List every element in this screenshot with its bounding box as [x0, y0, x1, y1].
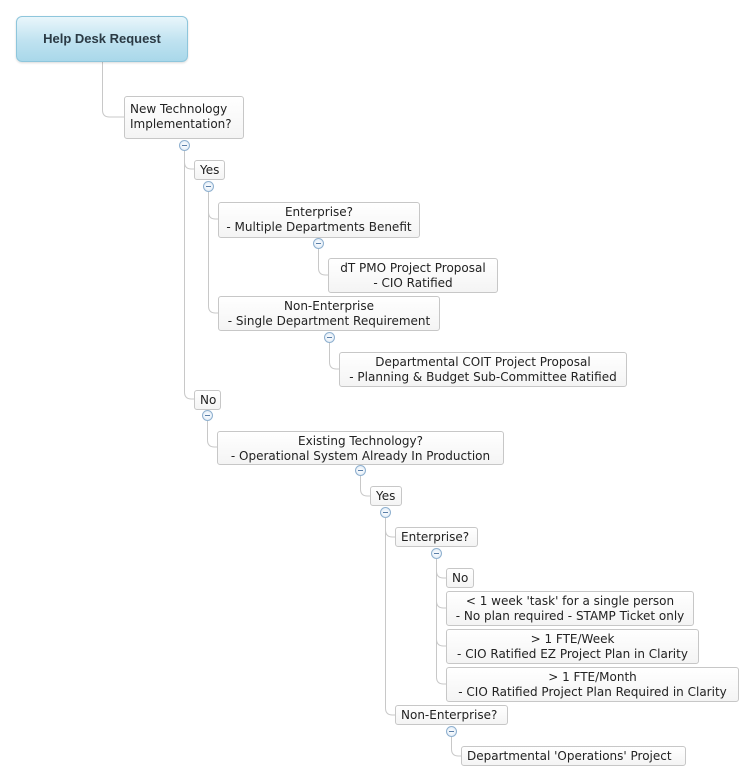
- node-coit-proposal[interactable]: Departmental COIT Project Proposal - Pla…: [339, 352, 627, 387]
- root-node-help-desk-request[interactable]: Help Desk Request: [16, 16, 188, 62]
- collapse-icon[interactable]: [324, 332, 335, 343]
- node-line: Departmental 'Operations' Project: [467, 749, 672, 763]
- connector-existing-yes: [360, 474, 370, 497]
- connector-yes1-nonenterprise: [208, 212, 218, 314]
- node-fte-week[interactable]: > 1 FTE/Week - CIO Ratified EZ Project P…: [446, 629, 699, 664]
- collapse-icon[interactable]: [431, 548, 442, 559]
- node-line: Yes: [376, 489, 396, 503]
- node-dt-pmo-proposal[interactable]: dT PMO Project Proposal - CIO Ratified: [328, 258, 498, 293]
- connector-newtech-yes: [184, 150, 194, 170]
- node-line: Enterprise?: [284, 205, 354, 219]
- node-existing-technology[interactable]: Existing Technology? - Operational Syste…: [217, 431, 504, 465]
- connector-yes1-enterprise: [208, 192, 218, 220]
- node-line: dT PMO Project Proposal: [340, 261, 486, 275]
- node-line: Existing Technology?: [298, 434, 423, 448]
- node-line: New Technology: [130, 102, 228, 116]
- connector-nonenterprise2-ops: [451, 737, 461, 757]
- node-new-technology[interactable]: New Technology Implementation?: [124, 96, 244, 139]
- node-yes[interactable]: Yes: [194, 160, 225, 180]
- node-line: - CIO Ratified EZ Project Plan in Clarit…: [457, 647, 688, 661]
- collapse-icon[interactable]: [202, 410, 213, 421]
- connector-yes2-enterprise: [385, 518, 395, 538]
- node-line: > 1 FTE/Week: [530, 632, 615, 646]
- collapse-icon[interactable]: [203, 181, 214, 192]
- node-enterprise-question[interactable]: Enterprise?: [395, 527, 478, 547]
- node-line: - Multiple Departments Benefit: [226, 220, 412, 234]
- node-fte-month[interactable]: > 1 FTE/Month - CIO Ratified Project Pla…: [446, 667, 739, 702]
- node-line: - Planning & Budget Sub-Committee Ratifi…: [349, 370, 617, 384]
- node-line: - Single Department Requirement: [227, 314, 431, 328]
- node-enterprise[interactable]: Enterprise? - Multiple Departments Benef…: [218, 202, 420, 238]
- node-no[interactable]: No: [194, 390, 221, 410]
- connector-yes2-nonenterprise: [385, 530, 395, 716]
- node-line: No: [200, 393, 217, 407]
- node-line: - Operational System Already In Producti…: [230, 449, 491, 463]
- node-line: Departmental COIT Project Proposal: [375, 355, 591, 369]
- node-line: - No plan required - STAMP Ticket only: [455, 609, 685, 623]
- connector-enterprise2-no: [436, 559, 446, 579]
- connector-nonenterprise-coit: [329, 342, 339, 370]
- collapse-icon[interactable]: [355, 465, 366, 476]
- node-non-enterprise[interactable]: Non-Enterprise - Single Department Requi…: [218, 296, 440, 331]
- node-line: Implementation?: [130, 117, 232, 131]
- connector-enterprise2-ftemonth: [436, 639, 446, 685]
- node-operations-project[interactable]: Departmental 'Operations' Project: [461, 746, 686, 766]
- connector-no-existing: [207, 421, 217, 448]
- node-line: > 1 FTE/Month: [548, 670, 637, 684]
- node-line: < 1 week 'task' for a single person: [465, 594, 675, 608]
- collapse-icon[interactable]: [179, 140, 190, 151]
- connector-enterprise-dtpmo: [318, 248, 328, 276]
- collapse-icon[interactable]: [380, 507, 391, 518]
- node-yes-existing[interactable]: Yes: [370, 486, 402, 506]
- node-line: Yes: [200, 163, 220, 177]
- node-non-enterprise-question[interactable]: Non-Enterprise?: [395, 705, 508, 725]
- connector-root-newtech: [102, 62, 124, 118]
- node-line: - CIO Ratified Project Plan Required in …: [458, 685, 727, 699]
- collapse-icon[interactable]: [446, 726, 457, 737]
- connector-newtech-no: [184, 162, 194, 400]
- node-line: Enterprise?: [401, 530, 470, 544]
- node-one-week-task[interactable]: < 1 week 'task' for a single person - No…: [446, 591, 694, 626]
- node-no-enterprise[interactable]: No: [446, 568, 474, 588]
- node-line: - CIO Ratified: [373, 276, 453, 290]
- node-line: Non-Enterprise?: [401, 708, 498, 722]
- node-line: Non-Enterprise: [284, 299, 374, 313]
- node-line: No: [452, 571, 469, 585]
- collapse-icon[interactable]: [313, 238, 324, 249]
